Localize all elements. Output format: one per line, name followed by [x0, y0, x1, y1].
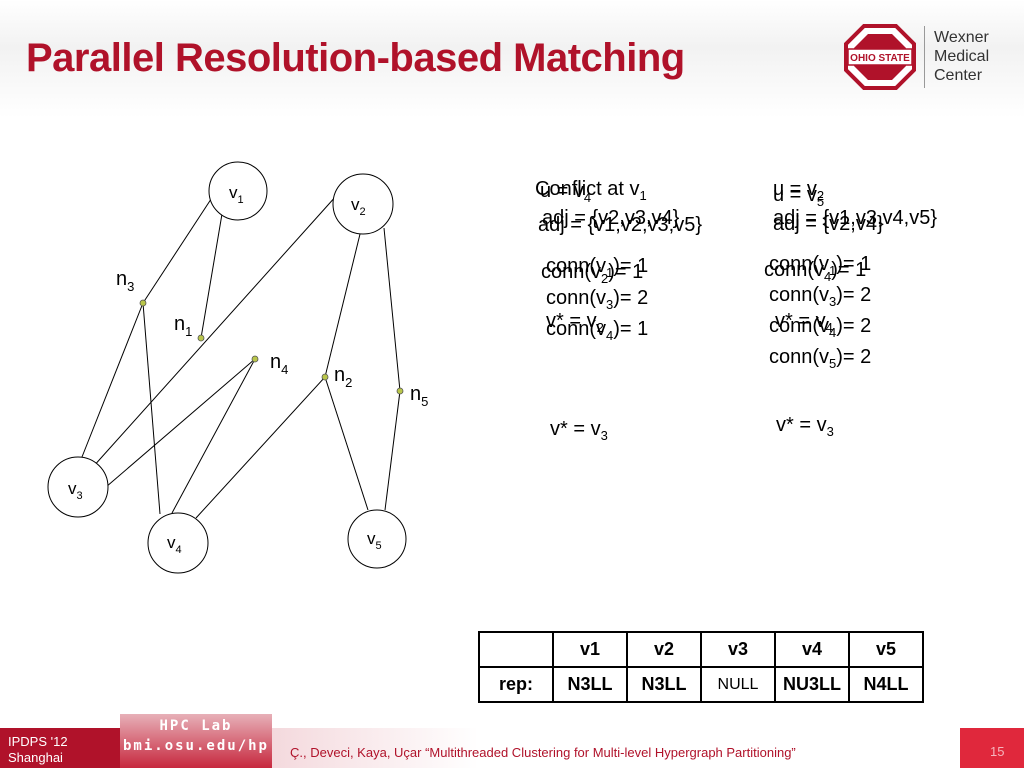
footer-citation: Ç., Deveci, Kaya, Uçar “Multithreaded Cl…: [290, 745, 796, 760]
edge-n2-v4: [195, 376, 326, 519]
net-label-n5: n5: [410, 383, 428, 409]
logo-divider: [924, 26, 925, 88]
graph-edges: [79, 189, 401, 519]
right-adj-a: adj = {v1,v3,v4,v5}: [773, 207, 938, 229]
rep-cell-v1: N3LL: [552, 666, 628, 703]
rep-table: v1 v2 v3 v4 v5 rep: N3LL N3LL NULL NU3LL…: [478, 631, 924, 703]
right-conn-v4b: conn(v4)= 2: [769, 315, 872, 340]
right-u-a: u = v2: [773, 178, 825, 203]
rep-cell-v3: NULL: [700, 666, 776, 703]
rep-header-v3: v3: [700, 631, 776, 668]
wexner-medical-center: Wexner Medical Center: [934, 28, 989, 85]
right-u-b: u = v5: [773, 184, 825, 209]
footer-hpc-lab: HPC Lab bmi.osu.edu/hp: [120, 716, 272, 756]
wexner-line-1: Wexner: [934, 29, 989, 46]
vertex-v4: [147, 512, 209, 574]
footer-hpc-band: [120, 714, 272, 768]
left-u-text: u = v4: [540, 180, 592, 205]
right-conn-v4a: conn(v4)= 1: [764, 259, 867, 284]
rep-cell-v4: NU3LL: [774, 666, 850, 703]
edge-n5-v5: [384, 390, 401, 511]
left-conn-v3: conn(v3)= 2: [546, 287, 649, 312]
right-adj-b: adj = {v2,v4}: [773, 213, 884, 235]
rep-row-label: rep:: [478, 666, 554, 703]
rep-table-corner: [478, 631, 554, 668]
slide-title: Parallel Resolution-based Matching: [26, 36, 685, 80]
footer-citation-band: [272, 728, 960, 768]
left-conn-v4: conn(v4)= 1: [546, 318, 649, 343]
wexner-line-2: Medical: [934, 48, 990, 65]
net-label-n3: n3: [116, 268, 134, 294]
edge-v1-n3: [142, 189, 218, 304]
vertex-label-v1: v1: [229, 183, 244, 206]
logo-text: OHIO STATE: [850, 53, 910, 64]
vertex-label-v5: v5: [367, 529, 382, 552]
net-n4: [251, 355, 259, 363]
conference-name: IPDPS '12: [8, 734, 68, 749]
net-n2: [321, 373, 329, 381]
footer-page-band: [960, 728, 1024, 768]
vertex-v2: [332, 173, 394, 235]
rep-header-v2: v2: [626, 631, 702, 668]
right-conn-v3: conn(v3)= 2: [769, 284, 872, 309]
vertex-v5: [347, 509, 407, 569]
net-label-n2: n2: [334, 364, 352, 390]
rep-header-v4: v4: [774, 631, 850, 668]
vertex-label-v4: v4: [167, 533, 182, 556]
hpc-lab-name: HPC Lab: [159, 718, 233, 734]
vertex-v1: [208, 161, 268, 221]
edge-v1-n1: [200, 213, 223, 339]
left-conn-v2: conn(v2)= 1: [541, 261, 644, 286]
edge-n4-v4: [171, 358, 256, 514]
vertex-v3: [47, 456, 109, 518]
left-vstar-a: v* = v2: [546, 310, 604, 335]
right-vstar-b: v* = v3: [776, 414, 834, 439]
rep-table-header-row: v1 v2 v3 v4 v5: [478, 631, 924, 668]
net-n5: [396, 387, 404, 395]
conference-location: Shanghai: [8, 750, 63, 765]
ohio-state-logo: OHIO STATE: [844, 24, 916, 90]
left-adj-a: adj = {v2,v3,v4}: [542, 207, 680, 229]
net-n1: [197, 334, 205, 342]
footer-conference: IPDPS '12 Shanghai: [8, 734, 68, 766]
net-label-n4: n4: [270, 351, 288, 377]
net-n3: [139, 299, 147, 307]
rep-cell-v5: N4LL: [848, 666, 924, 703]
right-conn-v1: conn(v1)= 1: [769, 253, 872, 278]
edge-n3-v3: [79, 302, 144, 463]
edge-v2-n5: [383, 227, 401, 392]
left-conflict-text: Conflict at v1: [535, 178, 647, 203]
edge-v2-n2: [324, 229, 362, 378]
hpc-lab-url: bmi.osu.edu/hp: [122, 738, 269, 754]
wexner-line-3: Center: [934, 67, 983, 84]
left-vstar-b: v* = v3: [550, 418, 608, 443]
edge-n4-v3: [105, 358, 256, 488]
vertex-label-v2: v2: [351, 195, 366, 218]
edge-n2-v5: [324, 376, 369, 511]
rep-header-v1: v1: [552, 631, 628, 668]
rep-table-row: rep: N3LL N3LL NULL NU3LL N4LL: [478, 666, 924, 703]
right-vstar-a: v* = v4: [775, 310, 833, 335]
vertex-label-v3: v3: [68, 479, 83, 502]
rep-cell-v2: N3LL: [626, 666, 702, 703]
left-conn-v1: conn(v1)= 1: [546, 255, 649, 280]
left-adj-b: adj = {v1,v2,v3,v5}: [538, 214, 703, 236]
edge-v2-v3: [91, 194, 338, 469]
page-number: 15: [990, 744, 1005, 759]
net-label-n1: n1: [174, 313, 192, 339]
rep-header-v5: v5: [848, 631, 924, 668]
right-conn-v5: conn(v5)= 2: [769, 346, 872, 371]
edge-n3-v4: [142, 302, 161, 515]
footer-conference-band: [0, 728, 120, 768]
